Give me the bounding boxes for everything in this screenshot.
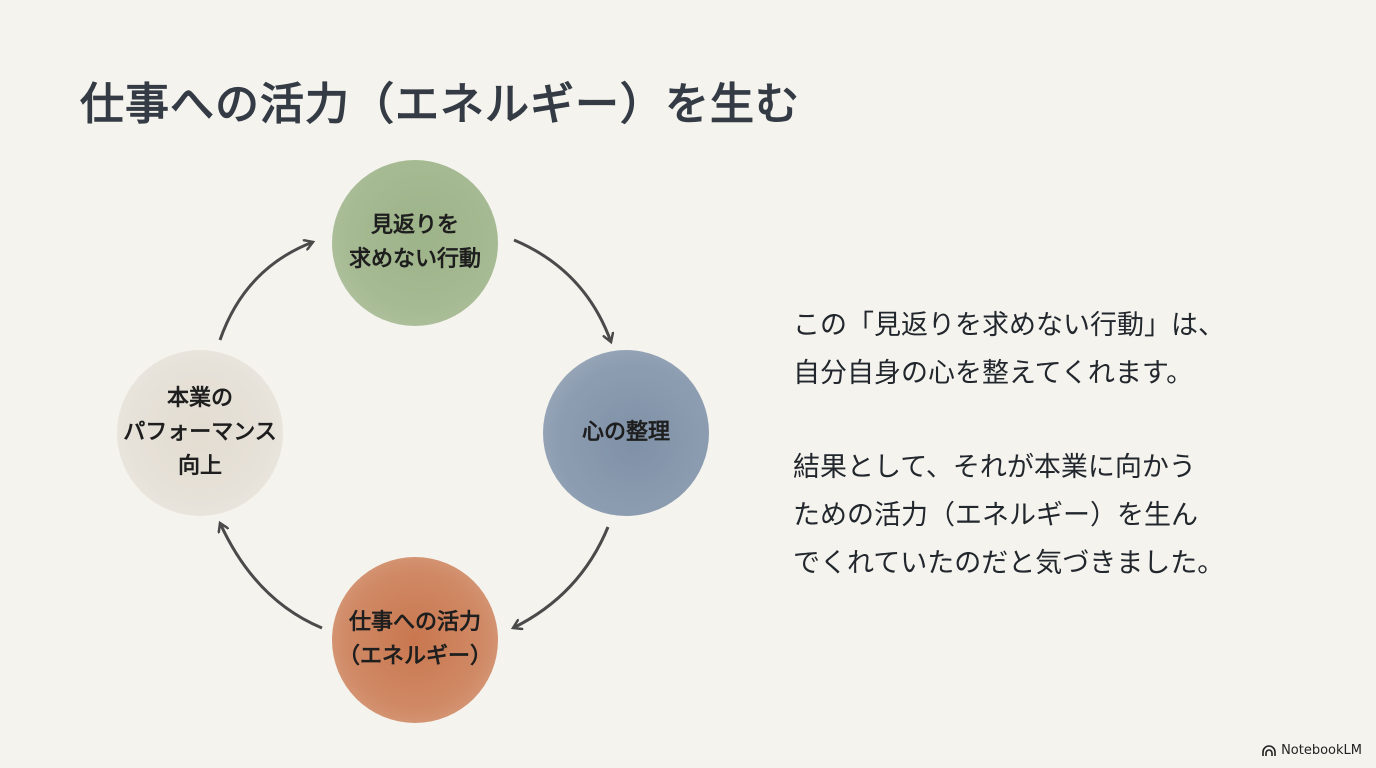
page-title: 仕事への活力（エネルギー）を生む — [80, 79, 800, 130]
arrow-top-to-right — [513, 238, 611, 342]
text-line: ための活力（エネルギー）を生ん — [793, 500, 1198, 531]
node-label: （エネルギー） — [337, 644, 492, 669]
arrow-bottom-to-left — [220, 523, 323, 630]
node-label: 求めない行動 — [348, 247, 481, 272]
arrow-left-to-top — [218, 242, 313, 341]
cycle-node-mind-organizing: 心の整理 — [543, 350, 709, 516]
cycle-node-work-energy: 仕事への活力 （エネルギー） — [332, 557, 498, 723]
node-label: 向上 — [177, 454, 222, 479]
node-label: 仕事への活力 — [348, 610, 481, 635]
description-paragraph-2: 結果として、それが本業に向かう ための活力（エネルギー）を生ん でくれていたのだ… — [793, 444, 1224, 588]
text-line: でくれていたのだと気づきました。 — [793, 548, 1225, 579]
cycle-node-performance: 本業の パフォーマンス 向上 — [117, 350, 283, 516]
node-label: パフォーマンス — [123, 420, 277, 445]
arrow-right-to-bottom — [513, 526, 610, 628]
cycle-node-selfless-action: 見返りを 求めない行動 — [332, 160, 498, 326]
text-line: 結果として、それが本業に向かう — [793, 452, 1196, 483]
text-line: この「見返りを求めない行動」は、 — [793, 310, 1225, 341]
brand-label: NotebookLM — [1281, 743, 1362, 758]
notebooklm-logo-icon — [1262, 744, 1276, 756]
node-label: 心の整理 — [581, 420, 670, 445]
node-label: 見返りを — [370, 213, 459, 238]
text-line: 自分自身の心を整えてくれます。 — [793, 358, 1194, 389]
node-label: 本業の — [166, 386, 233, 411]
description-paragraph-1: この「見返りを求めない行動」は、 自分自身の心を整えてくれます。 — [793, 302, 1225, 398]
notebooklm-branding: NotebookLM — [1262, 743, 1362, 758]
